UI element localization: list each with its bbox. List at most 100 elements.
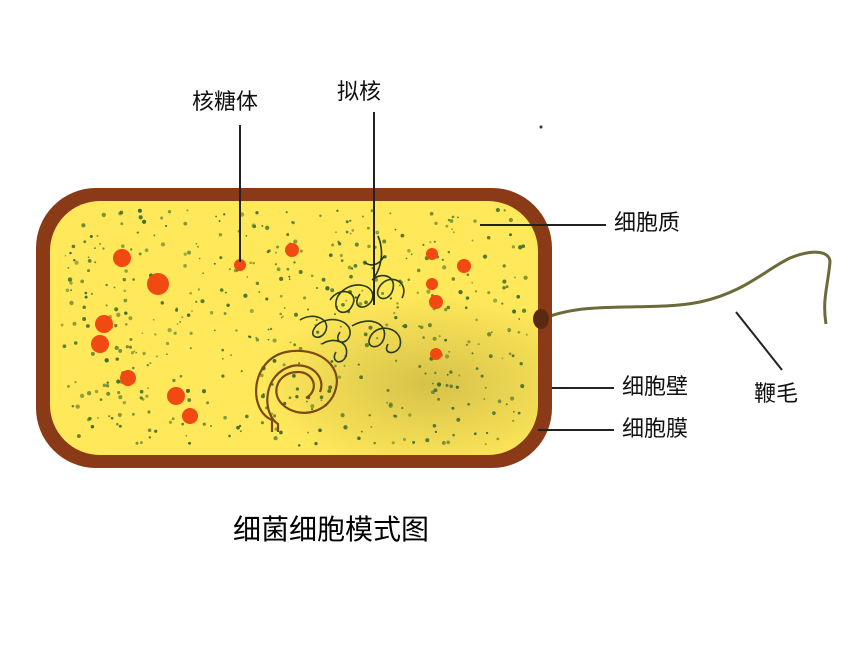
granule — [116, 422, 119, 426]
granule — [517, 330, 521, 334]
granule — [243, 293, 248, 298]
granule — [113, 323, 118, 328]
granule — [451, 277, 456, 281]
granule — [408, 413, 412, 417]
granule — [487, 332, 492, 337]
granule — [252, 261, 255, 265]
granule — [67, 266, 70, 269]
granule — [359, 375, 363, 380]
granule — [139, 389, 144, 394]
granule — [434, 371, 437, 375]
granule — [185, 434, 188, 437]
granule — [87, 256, 90, 259]
granule — [403, 323, 408, 329]
ribosome-dot — [95, 315, 113, 333]
granule — [90, 425, 95, 429]
granule — [431, 390, 435, 395]
granule — [260, 421, 264, 425]
granule — [407, 249, 411, 253]
granule — [62, 344, 67, 349]
granule — [116, 379, 121, 384]
granule — [360, 430, 363, 433]
granule — [427, 323, 432, 328]
granule — [319, 395, 324, 400]
granule — [81, 223, 86, 228]
granule — [275, 251, 277, 254]
granule — [108, 415, 111, 418]
granule — [139, 441, 143, 445]
granule — [507, 327, 512, 332]
granule — [432, 382, 434, 385]
granule — [401, 406, 404, 410]
ribosome-dot — [120, 370, 136, 386]
granule — [145, 394, 149, 398]
cytoplasm-shading — [50, 201, 538, 455]
granule — [166, 353, 168, 356]
granule — [293, 261, 296, 264]
stray-dot — [539, 125, 543, 129]
granule — [297, 444, 301, 447]
granule — [514, 276, 517, 279]
granule — [492, 411, 496, 415]
granule — [168, 420, 173, 425]
granule — [516, 294, 521, 299]
granule — [292, 374, 296, 378]
granule — [160, 216, 164, 220]
granule — [276, 267, 281, 272]
granule — [347, 265, 352, 270]
granule — [99, 242, 102, 245]
granule — [187, 250, 191, 255]
ribosome-dot — [91, 335, 109, 353]
granule — [407, 278, 411, 282]
granule — [123, 298, 128, 303]
granule — [187, 398, 192, 403]
granule — [321, 277, 326, 282]
granule — [154, 333, 157, 336]
granule — [490, 331, 493, 334]
ribosome-dot — [426, 248, 438, 260]
granule — [223, 213, 226, 216]
granule — [295, 395, 299, 399]
granule — [484, 386, 487, 389]
granule — [165, 341, 170, 346]
granule — [382, 239, 387, 244]
granule — [186, 313, 191, 317]
granule — [265, 297, 269, 301]
ribosome-dot — [167, 387, 185, 405]
granule — [444, 307, 448, 312]
granule — [351, 229, 355, 232]
mesosome — [255, 349, 338, 432]
granule — [65, 288, 70, 293]
granule — [444, 338, 448, 342]
granule — [418, 365, 422, 368]
granule — [285, 211, 288, 214]
granule — [90, 351, 95, 356]
granule — [128, 345, 132, 349]
granule — [501, 302, 504, 305]
granule — [282, 315, 284, 318]
granule — [465, 296, 470, 300]
granule — [175, 308, 179, 312]
granule — [146, 364, 149, 367]
granule — [197, 288, 201, 291]
granule — [331, 243, 335, 247]
granule — [179, 374, 183, 378]
granule — [310, 407, 314, 411]
granule — [444, 354, 450, 359]
granule — [149, 361, 152, 365]
granule — [436, 382, 442, 387]
granule — [118, 348, 123, 353]
granule — [339, 253, 343, 258]
granule — [122, 277, 127, 282]
granule — [451, 406, 455, 410]
granule — [71, 244, 76, 249]
granule — [422, 336, 425, 339]
granule — [433, 388, 438, 393]
granule — [228, 267, 232, 271]
granule — [102, 247, 105, 250]
granule — [114, 345, 119, 351]
granule — [432, 424, 437, 428]
granule — [288, 275, 291, 278]
granule — [513, 410, 515, 413]
granule — [367, 244, 371, 249]
